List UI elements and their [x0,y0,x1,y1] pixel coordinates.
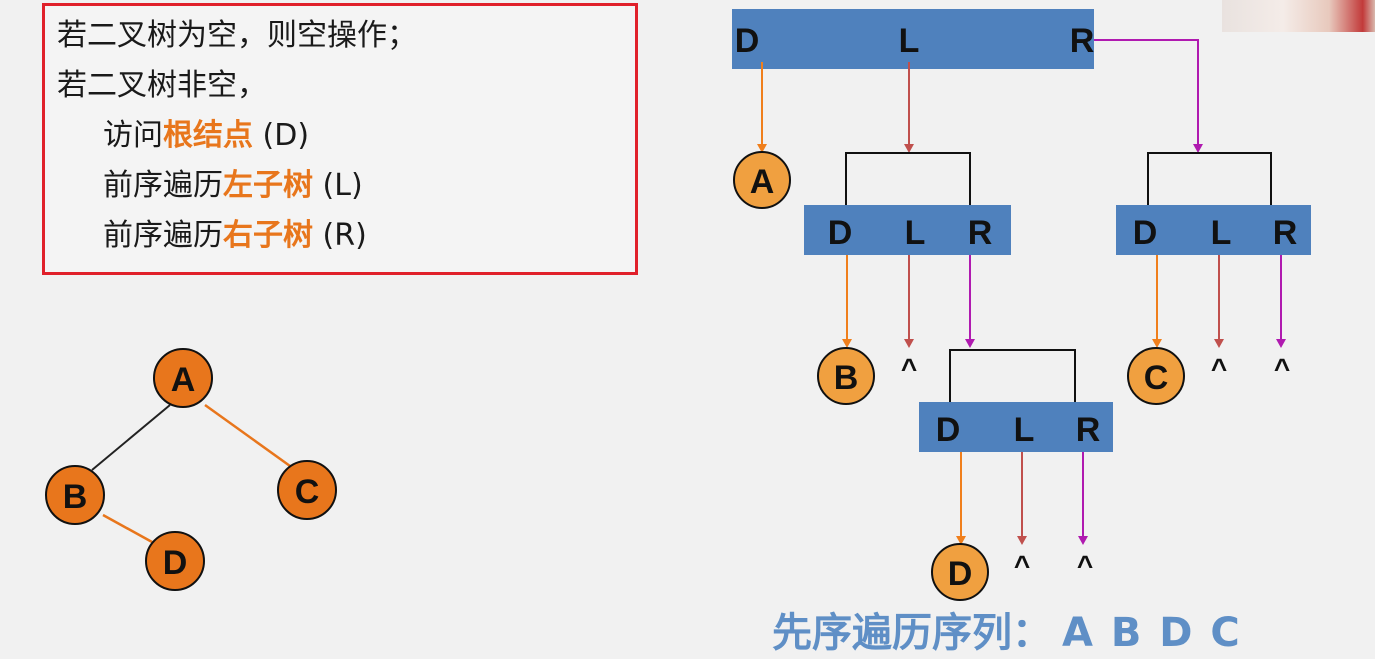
arrows-c [1152,255,1286,348]
rule-step-left-em: 左子树 [223,168,313,203]
visited-node-a-label: A [750,163,775,201]
rule-step-right-em: 右子树 [223,218,313,253]
bar-root-l: L [899,22,920,60]
tree-node-b: B [45,465,105,525]
arrows-b [842,255,975,348]
rule-nonempty-tree: 若二叉树非空， [57,68,267,103]
bar-b-r: R [968,214,993,252]
bar-c-l: L [1211,214,1232,252]
preorder-result-sequence: A B D C [1062,610,1242,656]
rule-step-left-prefix: 前序遍历 [103,168,223,203]
tree-node-d-label: D [163,544,188,582]
edge-a-c [204,403,291,468]
bar-c-d: D [1133,214,1158,252]
null-b-left: ^ [901,353,917,384]
bar-root-r: R [1070,22,1095,60]
rule-step-visit-root-em: 根结点 [163,118,253,153]
bar-root-d: D [735,22,760,60]
rule-step-left-subtree: 前序遍历左子树 (L) [103,168,363,204]
traversal-bar-b: D L R [804,152,1011,255]
rule-step-visit-root-suffix: (D) [253,118,310,153]
tree-node-c: C [277,460,337,520]
preorder-result: 先序遍历序列：A B D C [772,608,1242,658]
visited-node-c-label: C [1144,359,1169,397]
rule-step-visit-root-prefix: 访问 [103,118,163,153]
bar-d-r: R [1076,411,1101,449]
tree-node-b-label: B [63,478,88,516]
preorder-result-label: 先序遍历序列： [772,610,1052,656]
rule-step-right-suffix: (R) [313,218,367,253]
rule-step-left-suffix: (L) [313,168,363,203]
webcam-overlay [1222,0,1375,32]
tree-node-a: A [153,348,213,408]
visited-node-d-label: D [948,555,973,593]
visited-node-d: D [931,543,989,601]
arrows-root [757,39,1203,153]
null-c-right: ^ [1274,353,1290,384]
null-d-right: ^ [1077,550,1093,581]
bar-b-d: D [828,214,853,252]
rule-step-right-prefix: 前序遍历 [103,218,223,253]
bar-b-l: L [905,214,926,252]
tree-node-a-label: A [171,361,196,399]
traversal-bar-c: D L R [1116,152,1311,255]
bar-c-r: R [1273,214,1298,252]
visited-node-c: C [1127,347,1185,405]
tree-node-c-label: C [295,473,320,511]
edge-b-d [102,513,153,544]
null-d-left: ^ [1014,550,1030,581]
rule-step-visit-root: 访问根结点 (D) [103,118,309,154]
traversal-bar-root: D L R [732,9,1094,69]
tree-node-d: D [145,531,205,591]
visited-node-b: B [817,347,875,405]
rules-box: 若二叉树为空，则空操作； 若二叉树非空， 访问根结点 (D) 前序遍历左子树 (… [42,3,638,275]
rule-step-right-subtree: 前序遍历右子树 (R) [103,218,367,254]
visited-node-a: A [733,151,791,209]
visited-node-b-label: B [834,359,859,397]
edge-a-b [91,404,171,471]
arrows-d [956,452,1088,545]
null-c-left: ^ [1211,353,1227,384]
binary-tree: A B C D [45,348,337,591]
bar-d-l: L [1014,411,1035,449]
bar-d-d: D [936,411,961,449]
rule-empty-tree: 若二叉树为空，则空操作； [57,18,417,53]
traversal-bar-d: D L R [919,349,1113,452]
